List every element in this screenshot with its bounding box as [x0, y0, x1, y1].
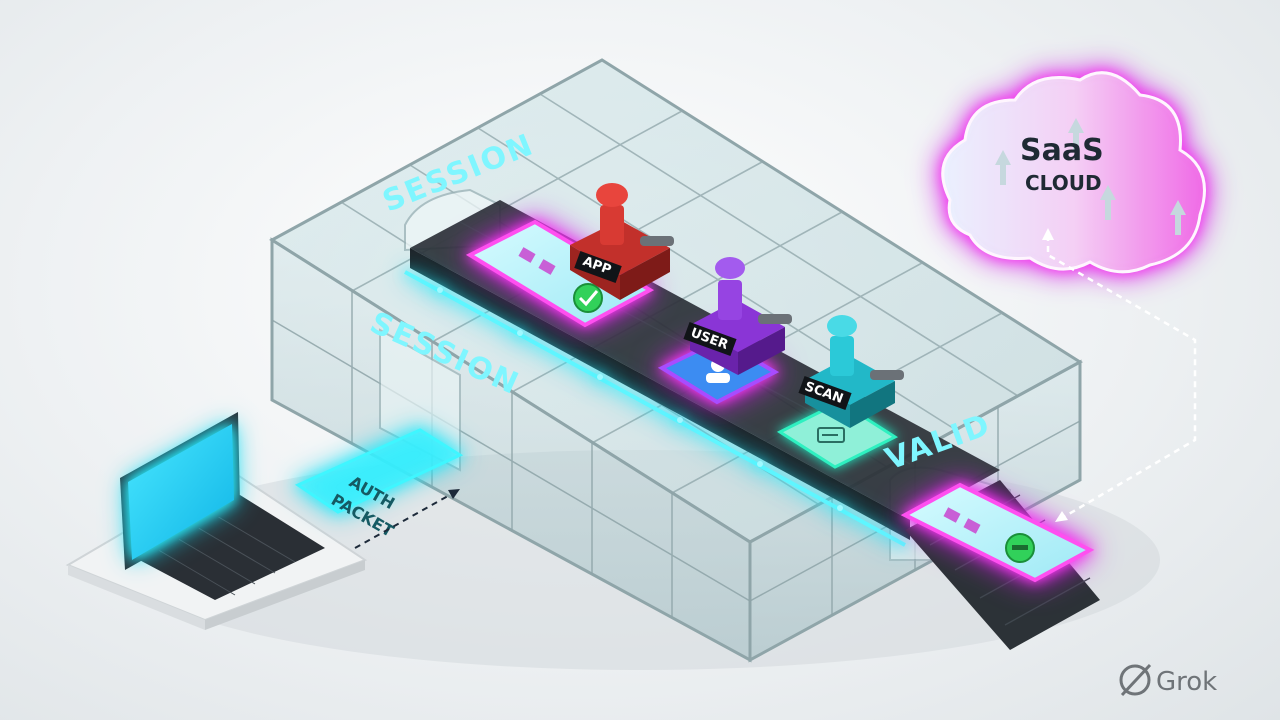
watermark-text: Grok [1156, 667, 1217, 697]
stamp-user: USER [683, 257, 792, 375]
saas-cloud [941, 71, 1206, 274]
grok-watermark: Grok [1119, 663, 1217, 697]
ticket-valid-output [900, 482, 1095, 583]
grok-logo-icon [1119, 663, 1152, 697]
arrow-cloud-to-exit [1042, 228, 1197, 522]
scan-card-icon [817, 427, 845, 443]
arrow-laptop-to-building [354, 489, 460, 549]
cloud-title: SaaS [1020, 133, 1104, 168]
check-circle-icon [573, 283, 603, 313]
ticket-scan [776, 400, 899, 469]
ticket-approved [465, 219, 655, 328]
cloud-upload-arrows [995, 118, 1186, 235]
stamp-app: APP [570, 183, 674, 300]
stamp-scan: SCAN [798, 315, 904, 428]
laptop [65, 412, 368, 630]
cloud-subtitle: CLOUD [1025, 171, 1102, 195]
